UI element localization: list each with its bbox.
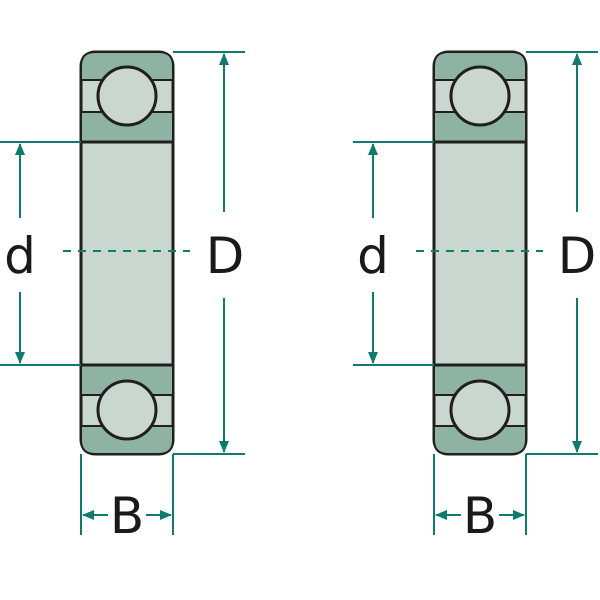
- inner-diameter-dimension: d: [0, 141, 81, 366]
- outer-diameter-dimension: D: [173, 51, 245, 455]
- label-d: d: [4, 227, 36, 285]
- inner-diameter-dimension: d: [353, 141, 434, 366]
- bearing-cross-section: [79, 50, 175, 456]
- ball-top: [96, 65, 158, 127]
- outer-diameter-dimension: D: [526, 51, 598, 455]
- ball-bottom: [449, 379, 511, 441]
- label-d: d: [357, 227, 389, 285]
- bearing-left: d D B: [0, 50, 245, 545]
- label-B: B: [463, 487, 497, 545]
- width-dimension: B: [433, 454, 527, 545]
- bearing-right: d D B: [353, 50, 598, 545]
- ball-top: [449, 65, 511, 127]
- width-dimension: B: [80, 454, 174, 545]
- ball-bottom: [96, 379, 158, 441]
- label-B: B: [110, 487, 144, 545]
- label-D: D: [206, 227, 245, 285]
- label-D: D: [558, 227, 597, 285]
